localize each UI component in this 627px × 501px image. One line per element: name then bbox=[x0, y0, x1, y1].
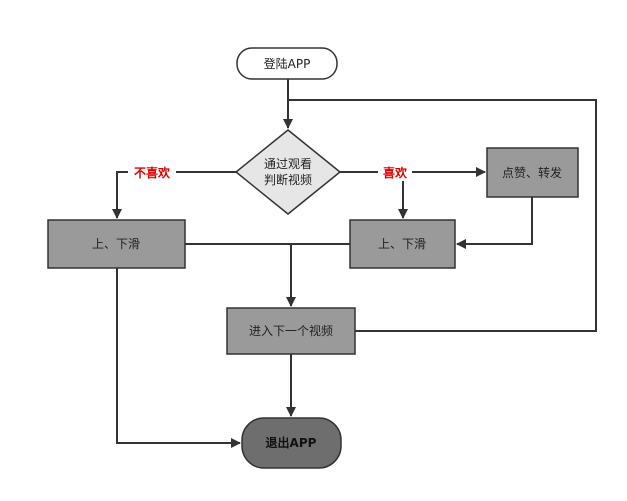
edge-next-video-loop bbox=[288, 99, 597, 332]
edge-dislike bbox=[112, 171, 236, 219]
swipe-right-node: 上、下滑 bbox=[349, 219, 456, 269]
swipe-left-node: 上、下滑 bbox=[47, 219, 186, 269]
exit-node: 退出APP bbox=[241, 417, 342, 469]
decision-node: 通过观看 判断视频 bbox=[234, 129, 342, 215]
like-label: 喜欢 bbox=[383, 165, 408, 180]
connectors bbox=[112, 79, 597, 448]
edge-share-to-swipe bbox=[456, 197, 533, 249]
swipe-right-node-label: 上、下滑 bbox=[378, 237, 426, 251]
exit-node-label: 退出APP bbox=[266, 435, 317, 450]
start-node-label: 登陆APP bbox=[264, 56, 311, 71]
edge-labels: 不喜欢 喜欢 bbox=[128, 163, 412, 181]
decision-node-line1: 通过观看 bbox=[264, 157, 312, 171]
like-share-node: 点赞、转发 bbox=[486, 147, 579, 198]
decision-node-line2: 判断视频 bbox=[264, 172, 312, 187]
start-node: 登陆APP bbox=[236, 47, 338, 80]
like-share-node-label: 点赞、转发 bbox=[502, 165, 562, 180]
next-video-node-label: 进入下一个视频 bbox=[249, 323, 333, 338]
edge-left-swipe-to-exit bbox=[116, 268, 241, 448]
dislike-label: 不喜欢 bbox=[134, 165, 171, 180]
swipe-left-node-label: 上、下滑 bbox=[92, 237, 140, 251]
next-video-node: 进入下一个视频 bbox=[226, 307, 356, 355]
